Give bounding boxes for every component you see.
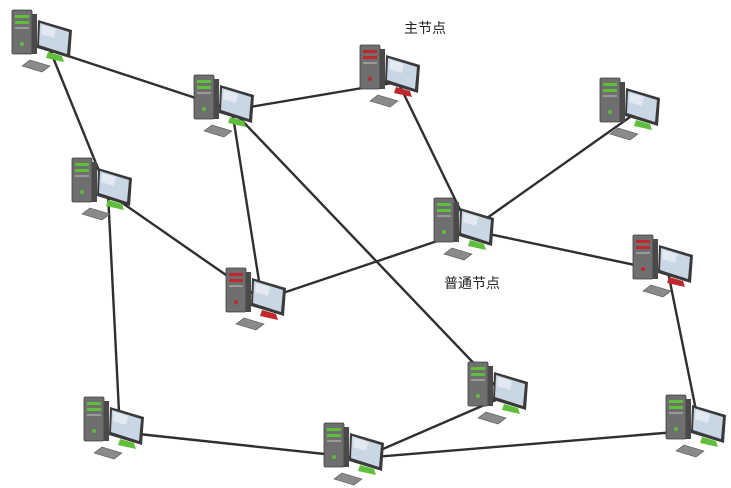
connection-line bbox=[360, 428, 702, 460]
normal-node-computer-icon bbox=[71, 157, 132, 221]
main-node-computer-icon bbox=[632, 234, 693, 298]
normal-node-computer-icon bbox=[665, 394, 726, 458]
normal-node-computer-icon bbox=[323, 422, 384, 486]
computer-nodes bbox=[11, 9, 726, 486]
connection-line bbox=[230, 108, 507, 398]
connection-line bbox=[666, 270, 702, 432]
connection-line bbox=[106, 191, 122, 434]
main-node-computer-icon bbox=[359, 44, 420, 108]
normal-node-computer-icon bbox=[83, 396, 144, 460]
normal-node-computer-icon bbox=[599, 77, 660, 141]
normal-node-computer-icon bbox=[433, 197, 494, 261]
connection-line bbox=[468, 108, 642, 232]
normal-node-label: 普通节点 bbox=[444, 276, 500, 292]
main-node-computer-icon bbox=[225, 267, 286, 331]
main-node-label: 主节点 bbox=[404, 21, 446, 37]
normal-node-computer-icon bbox=[11, 9, 72, 73]
connection-line bbox=[118, 430, 364, 460]
normal-node-computer-icon bbox=[467, 361, 528, 425]
connection-line bbox=[230, 108, 264, 302]
normal-node-computer-icon bbox=[193, 74, 254, 138]
